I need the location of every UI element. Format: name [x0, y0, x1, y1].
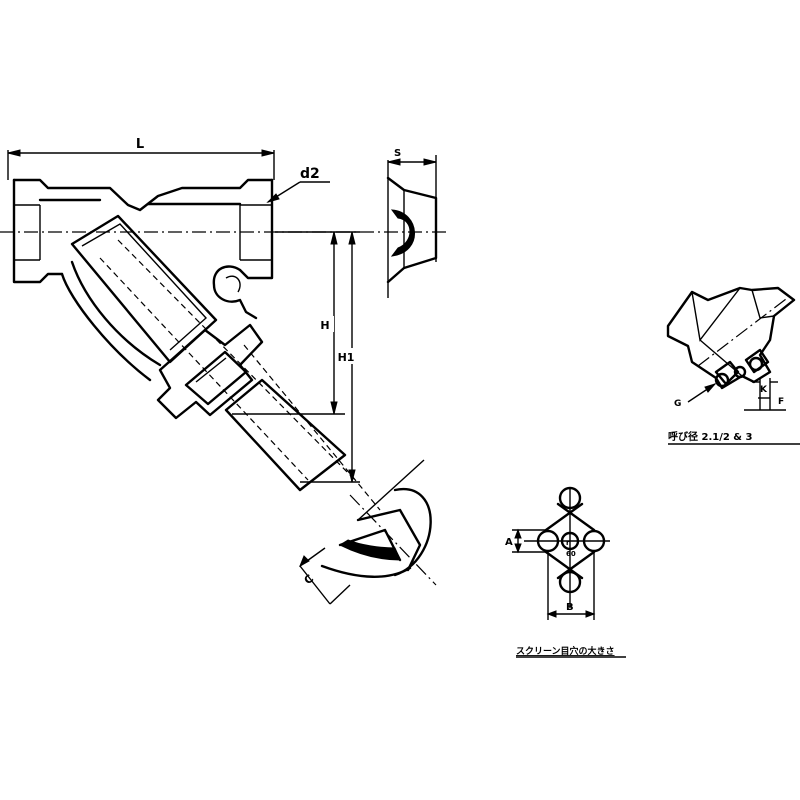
label-d2: d2 [300, 166, 320, 182]
screen-mesh-detail: r 60 A B スクリーン目穴の大きさ [505, 486, 626, 658]
strainer-body [0, 178, 448, 511]
screen-note: スクリーン目穴の大きさ [516, 645, 615, 657]
label-h1: H1 [338, 351, 355, 364]
dimension-h: H H1 [232, 231, 360, 483]
label-l: L [136, 137, 144, 152]
section-s: S [386, 148, 438, 298]
label-k: K [760, 385, 768, 395]
mesh-center-mark-2: 60 [566, 550, 576, 558]
label-h: H [320, 319, 329, 332]
mesh-center-mark: r [566, 539, 570, 547]
sizes-note: 呼び径 2.1/2 & 3 [668, 430, 752, 443]
label-c: C [302, 572, 317, 587]
dimension-l: L [7, 137, 275, 180]
label-f: F [778, 397, 784, 407]
leader-d2: d2 [266, 166, 330, 203]
label-a: A [505, 537, 513, 548]
large-size-detail: G K F 呼び径 2.1/2 & 3 [666, 286, 800, 445]
label-b: B [566, 602, 574, 613]
label-g: G [674, 399, 681, 409]
label-s: S [394, 148, 401, 159]
